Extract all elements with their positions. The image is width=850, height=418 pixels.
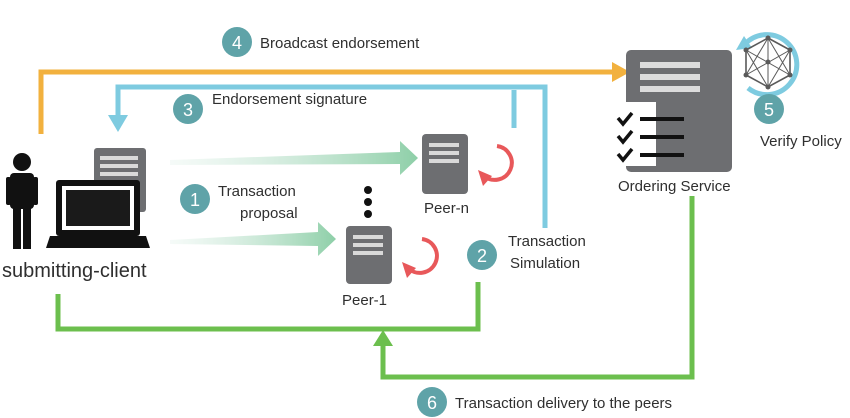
- step-number-4: 4: [232, 33, 242, 53]
- step-number-6: 6: [427, 393, 437, 413]
- proposal-arrow-to-peer-1: [170, 222, 336, 256]
- step-badge-1: 1: [180, 184, 210, 214]
- proposal-arrow-to-peer-n: [170, 141, 418, 175]
- step-badge-6: 6: [417, 387, 447, 417]
- more-peers-dots: [364, 186, 372, 218]
- peer-n-server-icon: [422, 134, 468, 194]
- ordering-service-label: Ordering Service: [618, 178, 731, 195]
- ordering-service-checklist-icon: [606, 50, 732, 172]
- step-6-label: Transaction delivery to the peers: [455, 395, 672, 412]
- step-badge-5: 5: [754, 94, 784, 124]
- peer-1-refresh-cycle-icon: [402, 237, 439, 278]
- laptop-icon: [46, 180, 150, 248]
- step-number-3: 3: [183, 100, 193, 120]
- person-icon: [6, 153, 38, 249]
- peer-n-label: Peer-n: [424, 200, 469, 217]
- peer-1-label: Peer-1: [342, 292, 387, 309]
- network-hexagon-icon: [736, 32, 800, 98]
- peer-n-refresh-cycle-icon: [478, 144, 514, 186]
- step-badge-3: 3: [173, 94, 203, 124]
- step-1-label-line1: Transaction: [218, 183, 296, 200]
- client-to-peers-green-connector: [55, 282, 481, 332]
- endorsement-signature-connector: [108, 84, 548, 228]
- step-number-1: 1: [190, 190, 200, 210]
- step-badge-4: 4: [222, 27, 252, 57]
- submitting-client-label: submitting-client: [2, 260, 147, 282]
- peer-1-server-icon: [346, 226, 392, 284]
- step-3-label: Endorsement signature: [212, 91, 367, 108]
- step-1-label-line2: proposal: [240, 205, 298, 222]
- step-2-label-line2: Simulation: [510, 255, 580, 272]
- step-number-5: 5: [764, 100, 774, 120]
- step-5-label: Verify Policy: [760, 133, 842, 150]
- step-2-label-line1: Transaction: [508, 233, 586, 250]
- step-badge-2: 2: [467, 240, 497, 270]
- transaction-delivery-connector: [373, 196, 695, 380]
- step-4-label: Broadcast endorsement: [260, 35, 420, 52]
- step-number-2: 2: [477, 246, 487, 266]
- broadcast-endorsement-connector: [38, 62, 630, 134]
